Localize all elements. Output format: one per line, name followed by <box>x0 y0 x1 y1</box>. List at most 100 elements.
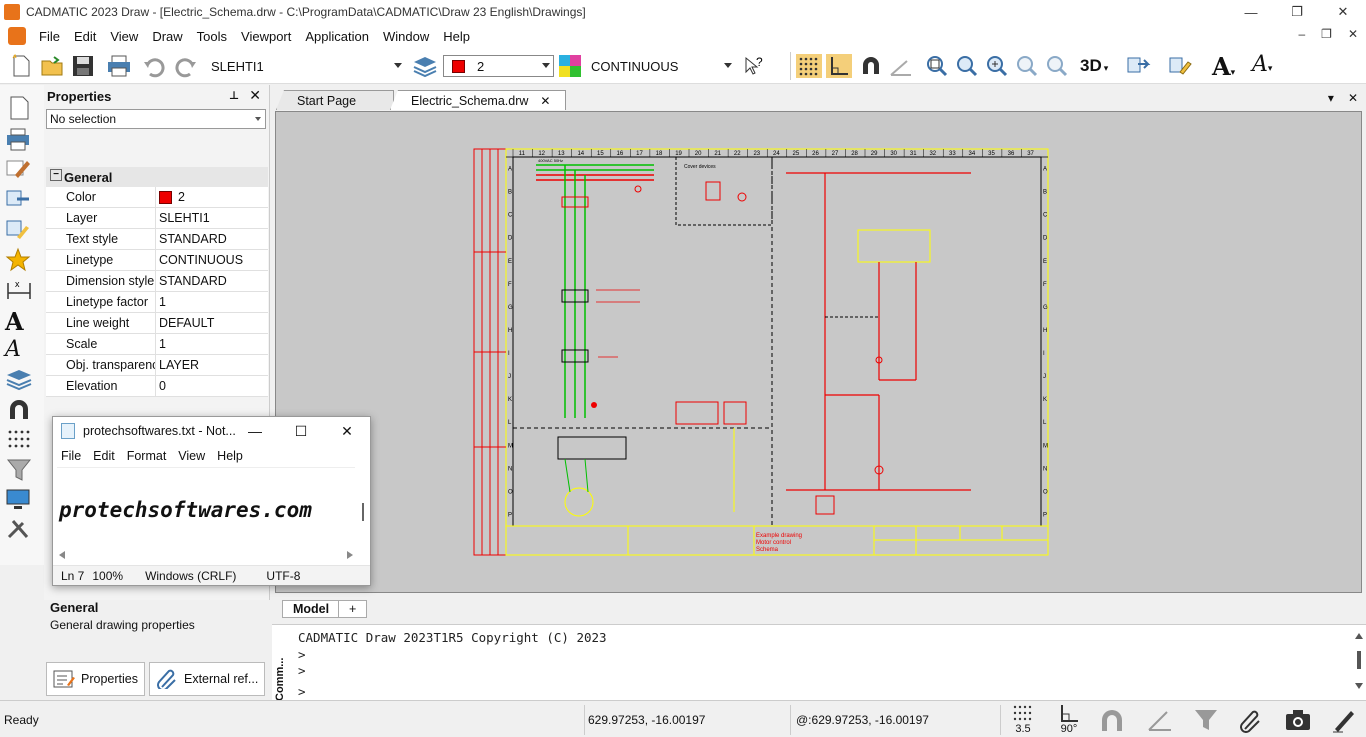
polar-status-icon[interactable] <box>1146 707 1174 733</box>
menu-view[interactable]: View <box>110 28 139 44</box>
undo-icon[interactable] <box>142 54 168 78</box>
tab-external-references[interactable]: External ref... <box>148 662 266 696</box>
pin-icon[interactable]: ⊥ <box>228 90 239 102</box>
close-button[interactable]: ✕ <box>1337 4 1349 19</box>
snap-magnet-status-icon[interactable] <box>1098 707 1126 733</box>
grid-tool-icon[interactable] <box>5 427 35 453</box>
mdi-close-button[interactable]: ✕ <box>1347 27 1358 41</box>
linetype-palette-icon[interactable] <box>558 54 584 78</box>
notepad-menu-edit[interactable]: Edit <box>93 449 115 463</box>
notepad-window[interactable]: protechsoftwares.txt - Not... — ☐ ✕ File… <box>52 416 371 586</box>
menu-application[interactable]: Application <box>305 28 369 44</box>
zoom-realtime-icon[interactable] <box>984 54 1010 78</box>
save-icon[interactable] <box>70 54 96 78</box>
layers-tool-icon[interactable] <box>5 367 35 393</box>
attachment-status-icon[interactable] <box>1238 707 1266 733</box>
ortho-mode-icon[interactable] <box>826 54 852 78</box>
tab-list-dropdown-icon[interactable]: ▾ <box>1327 91 1334 105</box>
zoom-next-icon[interactable] <box>1044 54 1070 78</box>
zoom-previous-icon[interactable] <box>1014 54 1040 78</box>
notepad-menu-file[interactable]: File <box>61 449 82 463</box>
command-input-prompt[interactable]: > <box>298 684 306 699</box>
command-console[interactable]: Comm... CADMATIC Draw 2023T1R5 Copyright… <box>272 624 1366 701</box>
property-value[interactable]: DEFAULT <box>159 316 215 330</box>
redo-icon[interactable] <box>172 54 198 78</box>
property-value[interactable]: STANDARD <box>159 232 227 246</box>
mdi-minimize-button[interactable]: – <box>1298 27 1306 41</box>
close-document-button[interactable]: ✕ <box>1347 91 1358 105</box>
property-value[interactable]: 0 <box>159 379 166 393</box>
console-scrollbar[interactable] <box>1355 633 1363 689</box>
blocks-tool-icon[interactable] <box>5 187 35 213</box>
property-value[interactable]: 1 <box>159 337 166 351</box>
filter-status-icon[interactable] <box>1192 707 1220 733</box>
dimension-tool-icon[interactable]: x <box>5 277 35 303</box>
tab-properties[interactable]: Properties <box>46 662 145 696</box>
minimize-button[interactable]: — <box>1244 4 1258 20</box>
property-value[interactable]: LAYER <box>159 358 200 372</box>
general-group-header[interactable]: General <box>46 167 268 187</box>
menu-edit[interactable]: Edit <box>73 28 97 44</box>
open-folder-icon[interactable] <box>40 54 66 78</box>
property-value[interactable]: 1 <box>159 295 166 309</box>
notepad-vertical-scrollbar[interactable] <box>362 503 364 521</box>
plot-tool-icon[interactable] <box>5 127 35 153</box>
menu-help[interactable]: Help <box>443 28 470 44</box>
property-value[interactable]: SLEHTI1 <box>159 211 210 225</box>
edit-text-tool-icon[interactable]: A <box>5 337 21 362</box>
menu-draw[interactable]: Draw <box>152 28 183 44</box>
display-tool-icon[interactable] <box>5 487 35 513</box>
edit-pen-status-icon[interactable] <box>1330 707 1358 733</box>
notepad-text-area[interactable]: protechsoftwares.com <box>57 467 355 547</box>
layer-combo[interactable]: SLEHTI1 <box>206 55 406 77</box>
notepad-horizontal-scrollbar[interactable] <box>57 549 355 561</box>
menu-tools[interactable]: Tools <box>196 28 228 44</box>
app-menu-icon[interactable] <box>8 27 26 45</box>
screenshot-camera-icon[interactable] <box>1284 707 1312 733</box>
notepad-menu-view[interactable]: View <box>178 449 206 463</box>
tab-electric-schema[interactable]: Electric_Schema.drw ✕ <box>390 90 566 110</box>
layers-icon[interactable] <box>412 54 438 78</box>
tab-close-icon[interactable]: ✕ <box>540 93 551 108</box>
linetype-combo[interactable]: CONTINUOUS <box>586 55 736 77</box>
pen-tool-icon[interactable] <box>5 157 35 183</box>
properties-close-button[interactable]: ✕ <box>249 87 261 103</box>
tab-start-page[interactable]: Start Page <box>276 90 394 110</box>
new-drawing-tool-icon[interactable] <box>5 95 35 121</box>
new-file-icon[interactable] <box>8 54 34 78</box>
edit-blocks-tool-icon[interactable] <box>5 217 35 243</box>
object-snap-magnet-icon[interactable] <box>858 54 884 78</box>
insert-block-icon[interactable] <box>1126 54 1152 78</box>
text-style-icon[interactable]: A▾ <box>1212 52 1236 81</box>
snap-magnet-tool-icon[interactable] <box>5 397 35 423</box>
print-icon[interactable] <box>106 54 132 78</box>
ortho-toggle[interactable]: 90° <box>1054 704 1084 735</box>
menu-viewport[interactable]: Viewport <box>241 28 292 44</box>
menu-file[interactable]: File <box>39 28 60 44</box>
menu-window[interactable]: Window <box>382 28 430 44</box>
edit-block-icon[interactable] <box>1168 54 1194 78</box>
whats-this-help-icon[interactable]: ? <box>742 54 768 78</box>
polar-tracking-icon[interactable] <box>888 54 914 78</box>
property-value[interactable]: 2 <box>156 187 268 207</box>
text-tool-icon[interactable]: A <box>5 307 24 336</box>
grid-snap-icon[interactable] <box>796 54 822 78</box>
edit-text-icon[interactable]: A▾ <box>1252 52 1273 77</box>
property-value[interactable]: CONTINUOUS <box>159 253 244 267</box>
tab-model[interactable]: Model <box>282 600 341 618</box>
property-value[interactable]: STANDARD <box>159 274 227 288</box>
add-layout-tab-button[interactable]: + <box>338 600 368 618</box>
zoom-extents-icon[interactable] <box>954 54 980 78</box>
notepad-menu-format[interactable]: Format <box>126 449 167 463</box>
